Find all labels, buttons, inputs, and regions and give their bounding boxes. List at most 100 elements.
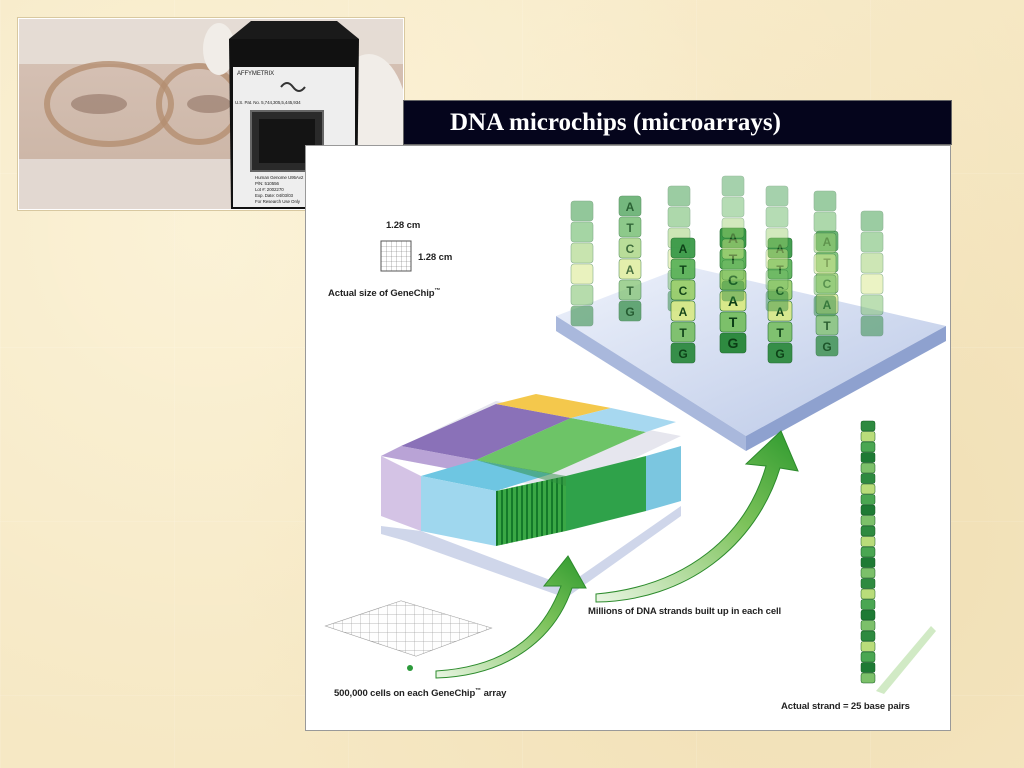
chip-patent: U.S. Pat. No. 5,744,305,5,445,934 [235,100,301,105]
strand-cell [570,242,594,264]
base-letter: T [679,263,687,277]
strand-cell [813,253,837,275]
strand-base-pair [860,525,876,537]
base-letter: A [626,200,635,214]
base-letter: G [822,340,831,354]
strand-cell [860,315,884,337]
dna-strand-plate [556,266,946,451]
base-letter: T [626,284,634,298]
strand-cell [570,305,594,327]
base-letter: A [776,242,785,256]
base-letter: G [678,347,687,361]
size-label-side: 1.28 cm [418,252,453,263]
strand-cell [767,279,793,301]
base-letter: T [823,319,831,333]
strand-base-pair [860,504,876,516]
strand-cell [618,300,642,322]
chip-info-line: Exp. Date: 04/03/03 [255,193,293,198]
strand-base-pair [860,420,876,432]
strand-cell [670,279,696,301]
strand-columns: ATCATGATCATGATCATGATCATGATCATG [570,175,884,364]
strand-cell [719,311,747,333]
strand-cell [767,342,793,364]
strand-cell [767,321,793,343]
base-letter: A [679,305,688,319]
base-letter: C [626,242,635,256]
strand-cell [570,221,594,243]
strands-label: Millions of DNA strands built up in each… [588,606,782,617]
strand-base-pair [860,483,876,495]
base-letter: T [729,251,738,267]
base-letter: A [728,230,738,246]
strand-cell [813,295,837,317]
strand-base-pair [860,641,876,652]
strand-cell [721,175,745,197]
strand-base-pair [860,536,876,547]
base-letter: A [776,305,785,319]
arrow-block-to-strands [595,430,799,603]
base-letter: C [679,284,688,298]
chip-info-line: P/N: 510556 [255,181,279,186]
base-letter: C [776,284,785,298]
chip-info-line: Human Genome U95Av2 [255,175,304,180]
strand-base-pair [860,473,876,484]
strand-cell [618,258,642,280]
strand-length-label: Actual strand = 25 base pairs [781,701,910,712]
strand-cell [860,294,884,316]
strand-base-pair [860,462,876,474]
chip-info-line: Lot #: 2002270 [255,187,284,192]
chip-info-line: For Research Use Only [255,199,300,204]
strand-cell [860,252,884,274]
strand-cell [618,216,642,238]
strand-cell [860,273,884,295]
strand-cell [618,237,642,259]
base-letter: G [625,305,634,319]
microarray-diagram: ATCATGATCATGATCATGATCATGATCATG 1.28 cm 1… [305,145,951,731]
strand-base-pair [860,452,876,463]
genechip-actual-size-square [380,240,412,272]
strand-cell [618,279,642,301]
strand-cell [670,321,696,343]
size-label-top: 1.28 cm [386,220,421,231]
base-letter: G [728,335,739,351]
strand-cell [813,274,837,296]
strand-cell [721,217,745,239]
strand-base-pair [860,662,876,673]
strand-cell [719,290,747,312]
strand-cell [719,248,747,270]
cells-label: 500,000 cells on each GeneChip™ array [334,688,507,700]
strand-cell [721,259,745,281]
actual-size-label: Actual size of GeneChip™ [328,288,441,300]
strand-cell [570,200,594,222]
strand-cell [667,206,691,228]
strand-cell [813,232,837,254]
chip-brand: AFFYMETRIX [237,71,275,77]
strand-cell [765,290,789,312]
strand-base-pair [860,672,876,684]
strand-base-pair [860,620,876,631]
strand-base-pair [860,431,876,442]
strand-cell [860,210,884,232]
strand-cell [570,284,594,306]
strand-base-pair [860,578,876,589]
base-letter: T [729,314,738,330]
base-letter: A [679,242,688,256]
base-letter: A [728,293,738,309]
strand-cell [670,258,696,280]
flat-cell-grid [324,600,493,671]
strand-cell [765,269,789,291]
strand-base-pair [860,630,876,642]
strand-base-pair [860,599,876,610]
diagram-artwork: ATCATGATCATGATCATGATCATGATCATG [324,175,946,694]
strand-cell [719,269,747,291]
strand-base-pair [860,609,876,621]
strand-base-pair [860,588,876,600]
base-letter: T [679,326,687,340]
strand-base-pair [860,557,876,568]
strand-cell [813,190,837,212]
arrow-cells-to-block [435,555,587,679]
strand-base-pair [860,494,876,505]
strand-cell [767,258,793,280]
strand-cell [765,185,789,207]
strand-base-pair [860,567,876,579]
